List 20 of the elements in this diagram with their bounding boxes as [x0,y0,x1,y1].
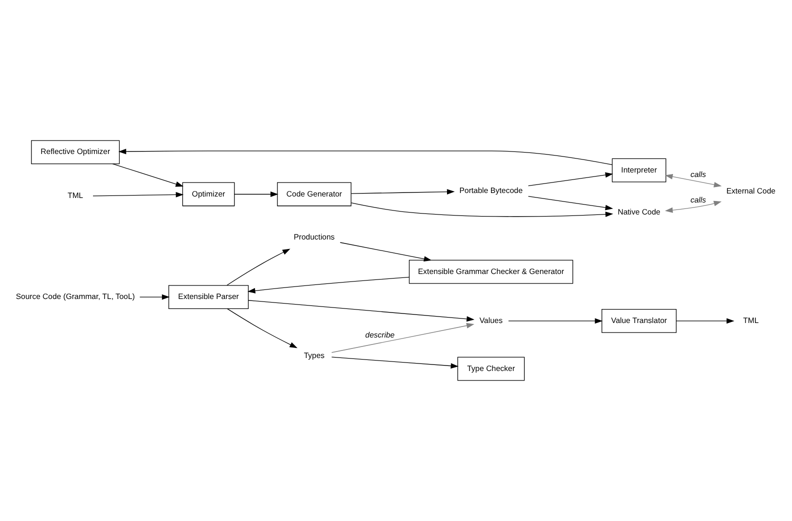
arrow [331,356,459,369]
arrow [340,242,432,262]
arrow [350,189,455,195]
arrow [234,192,278,197]
arrow [508,318,603,324]
arrow [140,294,170,300]
arrow [528,172,614,186]
arrow [118,148,612,166]
arrow [676,318,734,324]
arrow [528,196,614,210]
arrow [226,248,290,286]
arrow [664,200,722,213]
arrow [331,323,474,353]
arrow [92,192,184,198]
arrow [226,308,298,348]
arrow [248,276,410,294]
arrow [350,202,614,217]
arrow [664,174,722,188]
arrow [112,164,184,187]
arrow [248,300,474,322]
